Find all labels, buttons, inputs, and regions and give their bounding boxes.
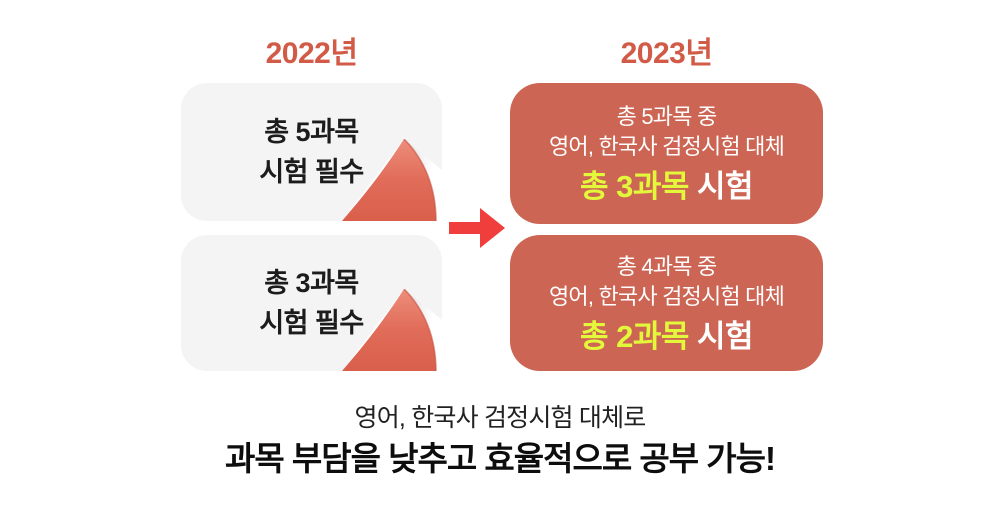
card-2022-bottom-text: 총 3과목 시험 필수 [181, 235, 442, 371]
card-emphasis-line: 총 2과목 시험 [579, 318, 754, 355]
card-text-line: 총 4과목 중 [616, 253, 718, 279]
card-text-line: 영어, 한국사 검정시험 대체 [548, 134, 785, 159]
emphasis-suffix: 시험 [688, 169, 754, 204]
heading-year-2022: 2022년 [265, 37, 358, 70]
emphasis-suffix: 시험 [688, 318, 754, 354]
card-2022-bottom: 총 3과목 시험 필수 [181, 235, 442, 371]
card-2023-bottom: 총 4과목 중 영어, 한국사 검정시험 대체 총 2과목 시험 [510, 235, 823, 371]
card-text-line: 영어, 한국사 검정시험 대체 [548, 283, 785, 309]
card-2023-top: 총 5과목 중 영어, 한국사 검정시험 대체 총 3과목 시험 [510, 83, 823, 224]
card-text-line: 총 3과목 [264, 268, 359, 298]
footer-subtitle: 영어, 한국사 검정시험 대체로 [354, 404, 647, 432]
footer-title: 과목 부담을 낮추고 효율적으로 공부 가능! [225, 440, 776, 477]
page-curl-icon [342, 139, 442, 221]
card-2022-top-text: 총 5과목 시험 필수 [181, 83, 442, 221]
arrow-right-icon [449, 205, 505, 251]
card-text-line: 총 5과목 중 [616, 104, 718, 129]
heading-year-2023: 2023년 [620, 37, 713, 70]
highlighted-subjects: 총 3과목 [579, 169, 689, 204]
card-text-line: 시험 필수 [259, 308, 364, 338]
card-text-line: 총 5과목 [264, 117, 359, 147]
page-curl-icon [342, 289, 442, 371]
card-emphasis-line: 총 3과목 시험 [579, 169, 754, 205]
card-2022-top: 총 5과목 시험 필수 [181, 83, 442, 221]
highlighted-subjects: 총 2과목 [579, 318, 689, 354]
card-text-line: 시험 필수 [259, 157, 364, 187]
